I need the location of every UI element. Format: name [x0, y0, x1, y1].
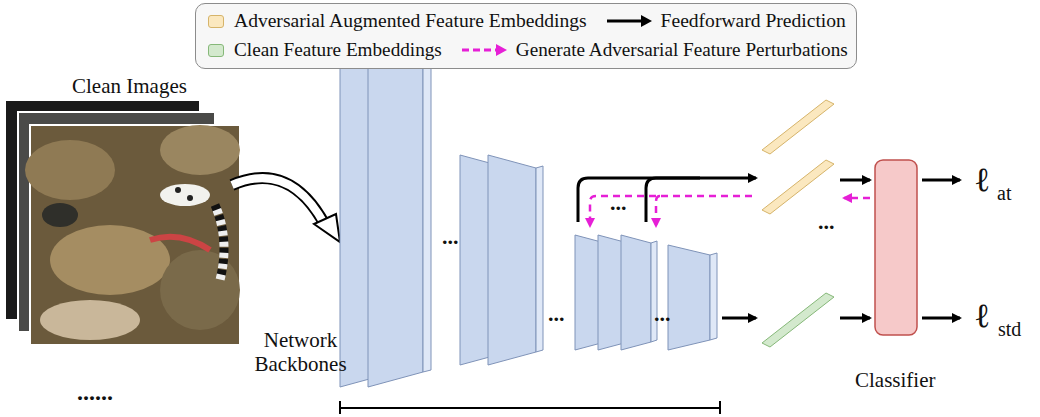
backbone-label: Network Backbones	[253, 328, 348, 376]
node-heading: Clean Images	[72, 74, 187, 99]
legend-entry: Adversarial Augmented Feature Embeddings	[208, 10, 587, 32]
legend-row: Clean Feature Embeddings Generate Adversa…	[208, 39, 848, 61]
ellipsis: ...	[610, 190, 627, 215]
legend-line-sample	[460, 43, 508, 57]
legend-text: Generate Adversarial Feature Perturbatio…	[516, 39, 848, 61]
legend-swatch	[208, 15, 224, 28]
node-heading: Classifier	[855, 368, 935, 393]
loss-symbol: ℓ	[974, 296, 990, 335]
backbone-layers	[340, 35, 717, 387]
legend-row: Adversarial Augmented Feature Embeddings…	[208, 10, 846, 32]
classifier-box	[875, 160, 917, 335]
image-group: Clean Images	[72, 74, 187, 99]
legend-swatch	[208, 44, 224, 57]
legend-text: Feedforward Prediction	[661, 10, 846, 32]
embeddings	[762, 100, 834, 347]
legend-entry: Feedforward Prediction	[605, 10, 846, 32]
ellipsis: ...	[654, 301, 671, 326]
ellipsis: ...	[548, 301, 565, 326]
legend-text: Adversarial Augmented Feature Embeddings	[234, 10, 587, 32]
classifier: Classifier	[855, 368, 935, 393]
legend: Adversarial Augmented Feature Embeddings…	[195, 3, 857, 69]
loss-symbol: ℓ	[974, 160, 990, 199]
legend-entry: Generate Adversarial Feature Perturbatio…	[460, 39, 848, 61]
loss-subscript: at	[997, 182, 1011, 205]
image-stack	[5, 100, 240, 345]
loss-subscript: std	[998, 318, 1021, 341]
legend-entry: Clean Feature Embeddings	[208, 39, 442, 61]
ellipsis: ......	[77, 379, 113, 407]
ellipsis: ...	[818, 209, 835, 234]
ellipsis: ...	[442, 224, 459, 249]
legend-text: Clean Feature Embeddings	[234, 39, 442, 61]
legend-line-sample	[605, 14, 653, 28]
